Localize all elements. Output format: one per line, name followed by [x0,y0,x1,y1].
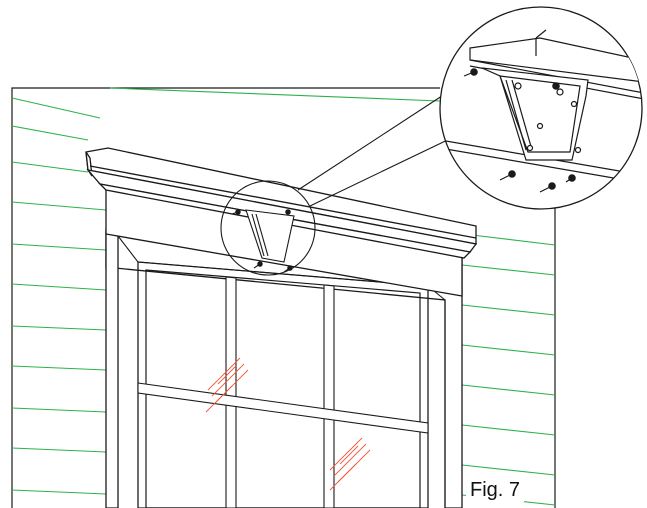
detail-magnified [439,6,643,210]
window-muntins [137,276,429,508]
glass-hatch-marks [205,357,371,491]
header-crown-cap [85,147,478,259]
header-bracket-small [231,209,295,273]
detail-callout-small [220,91,461,276]
window-sash [137,261,429,508]
wall-panel [11,87,556,508]
figure-label: Fig. 7 [466,478,525,502]
